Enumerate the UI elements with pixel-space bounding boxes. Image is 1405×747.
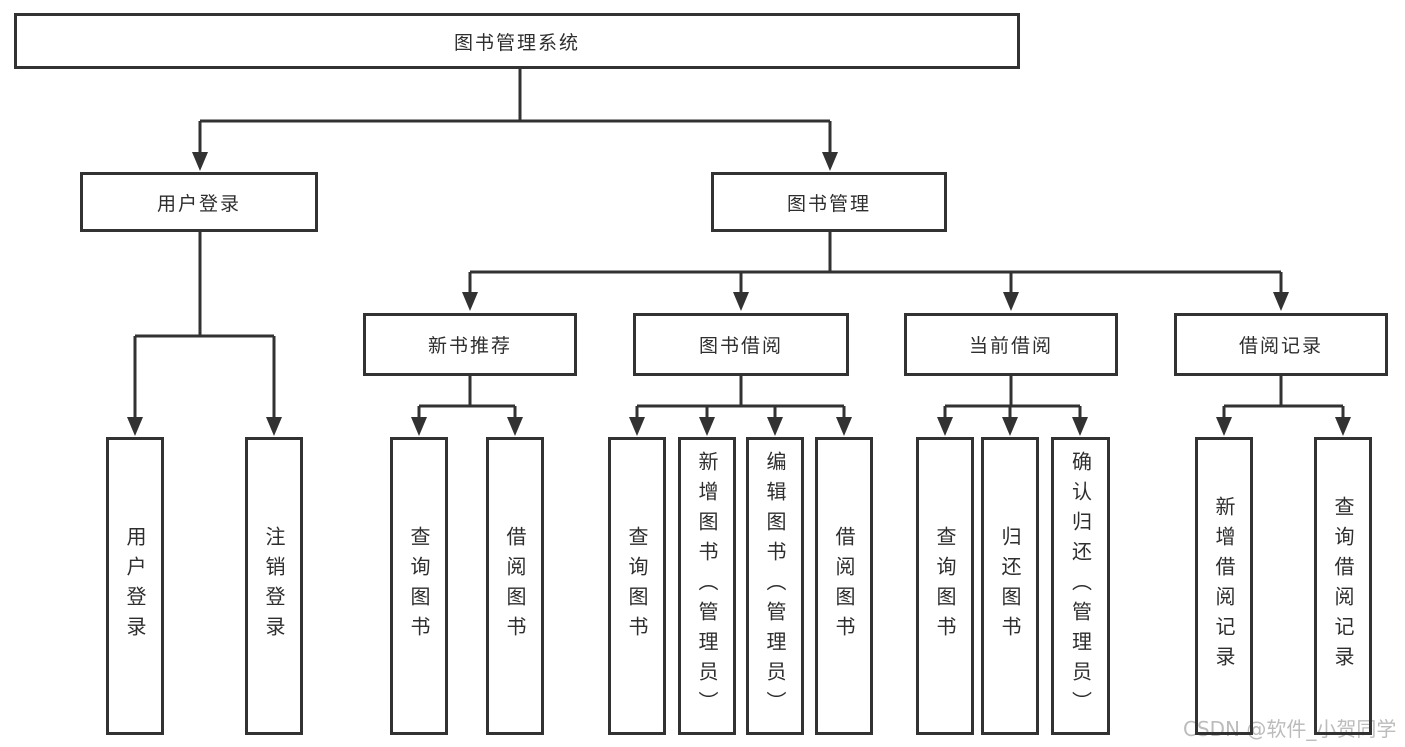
node-book-management-system: 图书管理系统 xyxy=(14,13,1020,69)
csdn-watermark: CSDN @软件_小贺同学 xyxy=(1183,717,1397,741)
node-new-book-recommend: 新书推荐 xyxy=(363,313,577,376)
leaf-confirm-return-admin: 确认归还（管理员） xyxy=(1051,437,1110,735)
leaf-user-login: 用户登录 xyxy=(106,437,164,735)
leaf-borrow-books: 借阅图书 xyxy=(815,437,873,735)
leaf-logout: 注销登录 xyxy=(245,437,303,735)
leaf-query-books-recommend: 查询图书 xyxy=(390,437,448,735)
leaf-query-books-current: 查询图书 xyxy=(916,437,974,735)
node-current-borrow: 当前借阅 xyxy=(904,313,1118,376)
leaf-add-borrow-record: 新增借阅记录 xyxy=(1195,437,1253,735)
leaf-add-book-admin: 新增图书（管理员） xyxy=(678,437,736,735)
node-book-management: 图书管理 xyxy=(711,172,947,232)
node-book-borrow: 图书借阅 xyxy=(633,313,849,376)
node-user-login: 用户登录 xyxy=(80,172,318,232)
arrowhead-icons xyxy=(127,152,1351,436)
leaf-return-books: 归还图书 xyxy=(981,437,1039,735)
tree-edges xyxy=(133,69,1345,419)
leaf-borrow-books-recommend: 借阅图书 xyxy=(486,437,544,735)
leaf-query-borrow-record: 查询借阅记录 xyxy=(1314,437,1372,735)
leaf-query-books-borrow: 查询图书 xyxy=(608,437,666,735)
leaf-edit-book-admin: 编辑图书（管理员） xyxy=(746,437,804,735)
node-borrow-records: 借阅记录 xyxy=(1174,313,1388,376)
